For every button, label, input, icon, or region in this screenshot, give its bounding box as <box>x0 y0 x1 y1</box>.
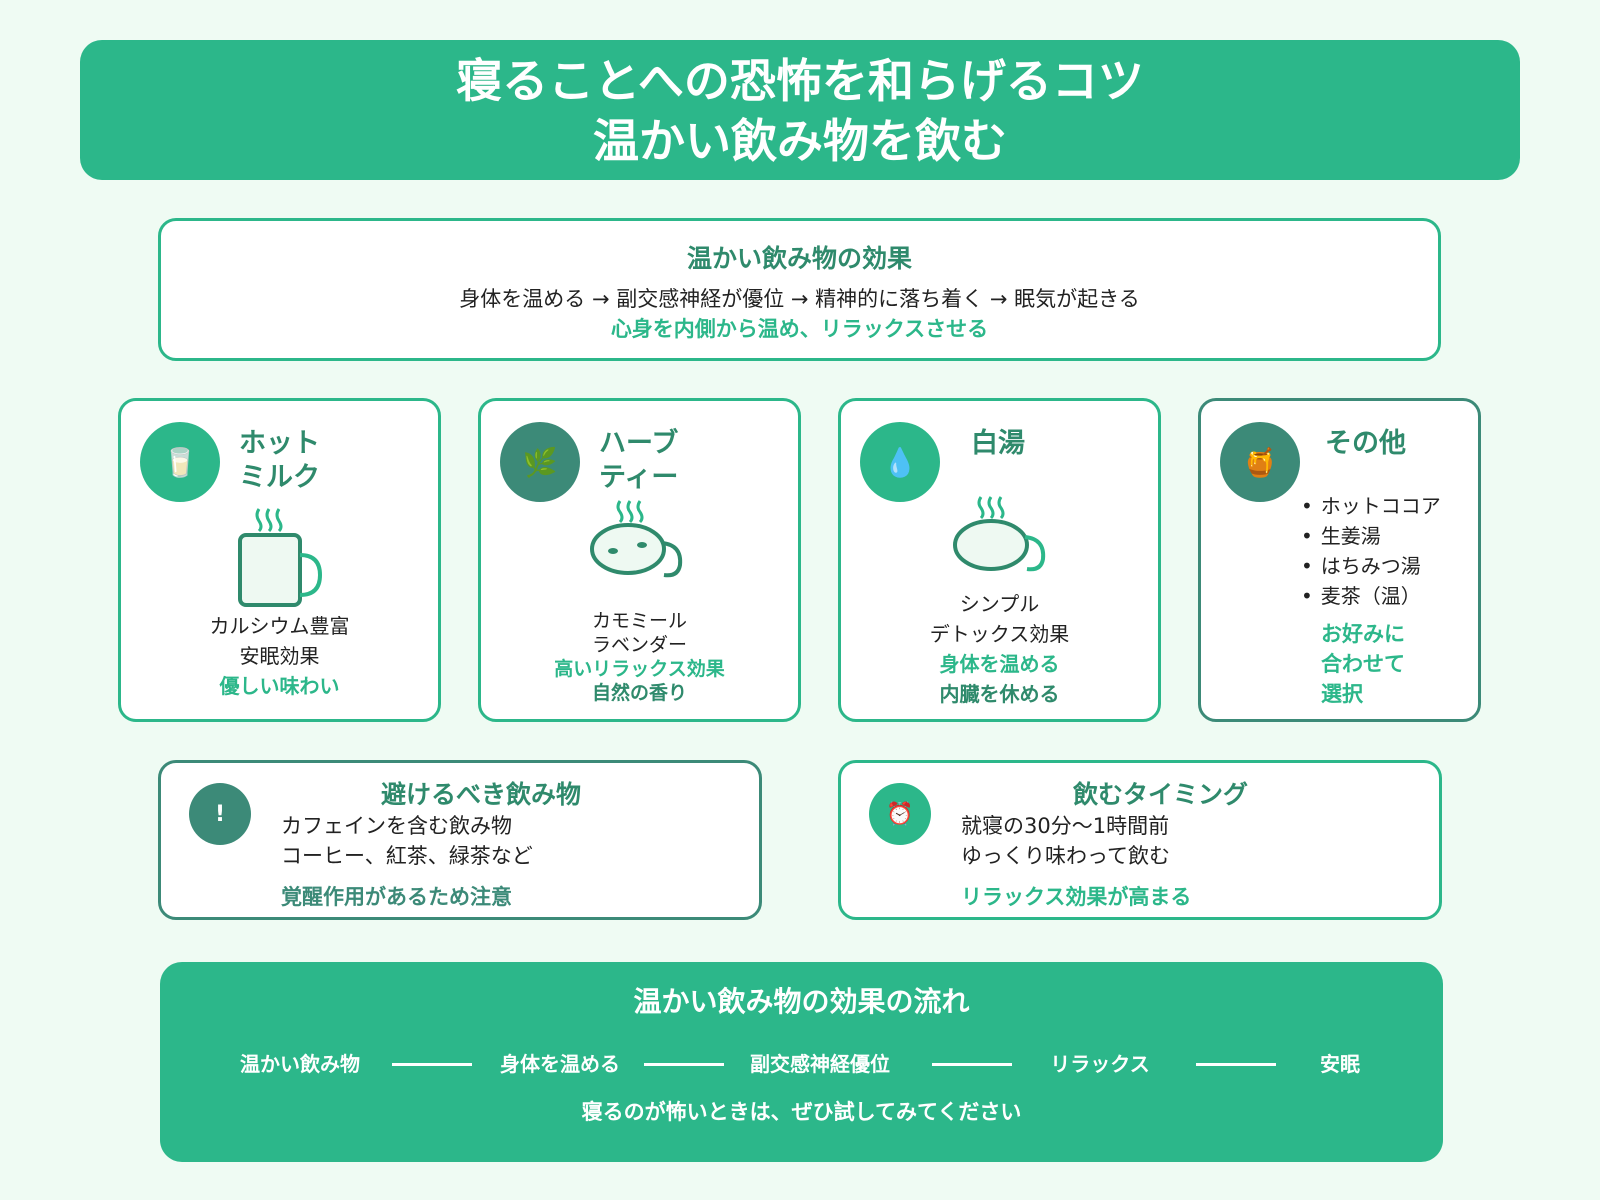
alarm-clock-icon: ⏰ <box>869 783 931 845</box>
herb-title-2: ティー <box>599 462 679 493</box>
avoid-box: ! 避けるべき飲み物 カフェインを含む飲み物 コーヒー、紅茶、緑茶など 覚醒作用… <box>158 760 762 920</box>
water-line-1: シンプル <box>959 592 1040 616</box>
timing-line-1: 就寝の30分〜1時間前 <box>961 814 1170 838</box>
cup-illustration <box>953 496 1046 572</box>
avoid-line-1: カフェインを含む飲み物 <box>281 814 512 838</box>
avoid-line-2: コーヒー、紅茶、緑茶など <box>281 844 533 868</box>
milk-line-1: カルシウム豊富 <box>209 614 350 638</box>
avoid-heading: 避けるべき飲み物 <box>381 780 582 809</box>
herb-title-1: ハーブ <box>599 428 679 459</box>
header-banner: 寝ることへの恐怖を和らげるコツ 温かい飲み物を飲む <box>80 40 1520 180</box>
honey-pot-icon: 🍯 <box>1220 422 1300 502</box>
milk-icon: 🥛 <box>140 422 220 502</box>
effect-box: 温かい飲み物の効果 身体を温める → 副交感神経が優位 → 精神的に落ち着く →… <box>158 218 1441 361</box>
timing-heading: 飲むタイミング <box>1073 780 1249 809</box>
milk-title-2: ミルク <box>239 462 320 493</box>
card-white-water: 💧 白湯 シンプル デトックス効果 身体を温める 内臓を休める <box>838 398 1161 722</box>
herb-highlight: 高いリラックス効果 <box>554 658 725 680</box>
herb-icon: 🌿 <box>500 422 580 502</box>
herb-line-2: ラベンダー <box>591 634 687 656</box>
list-item: ホットココア <box>1301 491 1441 521</box>
water-line-2: デトックス効果 <box>929 622 1070 646</box>
flow-connector <box>1196 1063 1276 1066</box>
milk-highlight: 優しい味わい <box>219 674 340 698</box>
milk-line-2: 安眠効果 <box>239 644 320 668</box>
card-hot-milk: 🥛 ホット ミルク カルシウム豊富 安眠効果 優しい味わい <box>118 398 441 722</box>
flow-connector <box>932 1063 1012 1066</box>
effect-summary: 心身を内側から温め、リラックスさせる <box>610 317 989 341</box>
others-note: お好みに 合わせて 選択 <box>1321 619 1405 709</box>
water-highlight-1: 身体を温める <box>939 652 1060 676</box>
warning-icon: ! <box>189 783 251 845</box>
list-item: はちみつ湯 <box>1301 551 1441 581</box>
effect-heading: 温かい飲み物の効果 <box>686 244 912 273</box>
flow-step: 安眠 <box>1320 1052 1360 1076</box>
page-subtitle: 温かい飲み物を飲む <box>593 114 1007 168</box>
list-item: 生姜湯 <box>1301 521 1441 551</box>
others-note-1: お好みに <box>1321 622 1405 646</box>
others-list: ホットココア 生姜湯 はちみつ湯 麦茶（温） <box>1301 491 1441 611</box>
milk-title-1: ホット <box>239 428 320 459</box>
flow-banner: 温かい飲み物の効果の流れ 温かい飲み物 身体を温める 副交感神経優位 リラックス… <box>160 962 1443 1162</box>
water-highlight-2: 内臓を休める <box>939 682 1060 706</box>
teacup-illustration <box>590 500 683 578</box>
flow-step: リラックス <box>1050 1052 1150 1076</box>
flow-step: 副交感神経優位 <box>750 1052 890 1076</box>
flow-connector <box>392 1063 472 1066</box>
timing-line-2: ゆっくり味わって飲む <box>961 844 1170 868</box>
others-note-2: 合わせて <box>1321 652 1405 676</box>
mug-illustration <box>238 508 323 607</box>
flow-bottom-text: 寝るのが怖いときは、ぜひ試してみてください <box>581 1100 1022 1124</box>
flow-step: 身体を温める <box>500 1052 620 1076</box>
flow-step: 温かい飲み物 <box>240 1052 360 1076</box>
page-title: 寝ることへの恐怖を和らげるコツ <box>456 54 1144 108</box>
card-herb-tea: 🌿 ハーブ ティー カモミール ラベンダー 高いリラックス効果 自然の香り <box>478 398 801 722</box>
others-title: その他 <box>1325 428 1406 459</box>
water-title: 白湯 <box>971 428 1025 459</box>
herb-line-1: カモミール <box>591 610 687 632</box>
flow-heading: 温かい飲み物の効果の流れ <box>633 985 970 1018</box>
herb-line-3: 自然の香り <box>591 682 687 704</box>
card-others: 🍯 その他 ホットココア 生姜湯 はちみつ湯 麦茶（温） お好みに 合わせて 選… <box>1198 398 1481 722</box>
timing-box: ⏰ 飲むタイミング 就寝の30分〜1時間前 ゆっくり味わって飲む リラックス効果… <box>838 760 1442 920</box>
avoid-note: 覚醒作用があるため注意 <box>281 885 512 909</box>
effect-flow: 身体を温める → 副交感神経が優位 → 精神的に落ち着く → 眠気が起きる <box>459 287 1140 311</box>
water-drop-icon: 💧 <box>860 422 940 502</box>
list-item: 麦茶（温） <box>1301 581 1441 611</box>
flow-connector <box>644 1063 724 1066</box>
others-note-3: 選択 <box>1321 682 1363 706</box>
timing-note: リラックス効果が高まる <box>961 885 1192 909</box>
